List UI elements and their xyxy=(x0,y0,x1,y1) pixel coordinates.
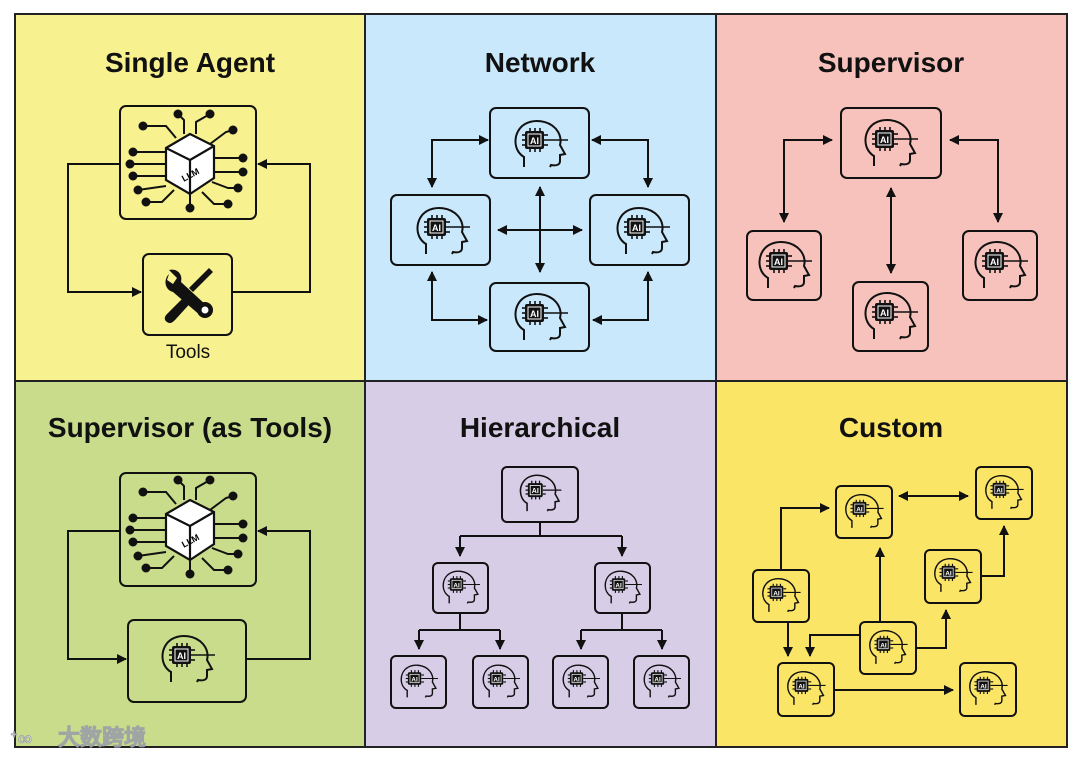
tree-connector xyxy=(460,523,622,537)
supervisor-as-tools-diagram: LLM xyxy=(67,472,311,703)
agent-node xyxy=(390,194,491,266)
supervisor-diagram xyxy=(746,107,1038,352)
arrow-bottom-right xyxy=(592,271,653,325)
arrow-tools-to-llm xyxy=(232,159,311,293)
title-custom: Custom xyxy=(839,412,943,443)
arrow-sup-left xyxy=(779,135,833,223)
agent-tool-node xyxy=(127,619,247,703)
arrow-center-to-bottom xyxy=(805,634,860,657)
llm-node xyxy=(119,472,257,587)
title-single-agent: Single Agent xyxy=(105,47,275,78)
agent-node xyxy=(746,230,822,301)
arrow-left-to-top xyxy=(780,503,830,570)
agent-node xyxy=(489,107,590,179)
title-hierarchical: Hierarchical xyxy=(460,412,620,443)
root-agent-node xyxy=(501,466,579,523)
agent-node xyxy=(924,549,982,604)
supervisor-node xyxy=(840,107,942,179)
title-supervisor-as-tools: Supervisor (as Tools) xyxy=(48,412,332,443)
tree-connector xyxy=(419,613,500,631)
custom-diagram xyxy=(752,466,1033,717)
tree-connector xyxy=(581,613,662,631)
agent-node xyxy=(489,282,590,352)
tools-caption: Tools xyxy=(166,342,210,363)
arrow-top-left xyxy=(427,135,489,188)
llm-node xyxy=(119,105,257,220)
agent-node xyxy=(962,230,1038,301)
watermark-logo-icon: ᐩ∞ xyxy=(10,728,32,750)
agent-node xyxy=(975,466,1033,520)
tools-node xyxy=(142,253,233,336)
arrow-bottom-left xyxy=(427,271,488,325)
hierarchical-diagram xyxy=(390,466,690,709)
agent-node xyxy=(959,662,1017,717)
agent-node xyxy=(852,281,929,352)
worker-agent-node xyxy=(472,655,529,709)
arrow-center-to-mid xyxy=(916,609,951,649)
watermark: ᐩ∞ 大数跨境 xyxy=(10,725,147,751)
title-network: Network xyxy=(485,47,596,78)
arrow-sup-right xyxy=(949,135,1003,223)
arrow-top-right xyxy=(591,135,653,188)
agent-node xyxy=(589,194,690,266)
watermark-text: 大数跨境 xyxy=(58,725,146,750)
arrow-llm-to-agent xyxy=(67,530,127,664)
arrow-mid-to-right xyxy=(982,525,1009,577)
worker-agent-node xyxy=(390,655,447,709)
arrow-llm-to-tools xyxy=(67,163,142,297)
single-agent-diagram: LLM Tools xyxy=(67,105,311,363)
title-supervisor: Supervisor xyxy=(818,47,964,78)
panel-custom xyxy=(715,380,1068,748)
network-diagram xyxy=(390,107,690,352)
arrow-agent-to-llm xyxy=(246,526,311,660)
agent-node xyxy=(835,485,893,539)
worker-agent-node xyxy=(552,655,609,709)
worker-agent-node xyxy=(633,655,690,709)
